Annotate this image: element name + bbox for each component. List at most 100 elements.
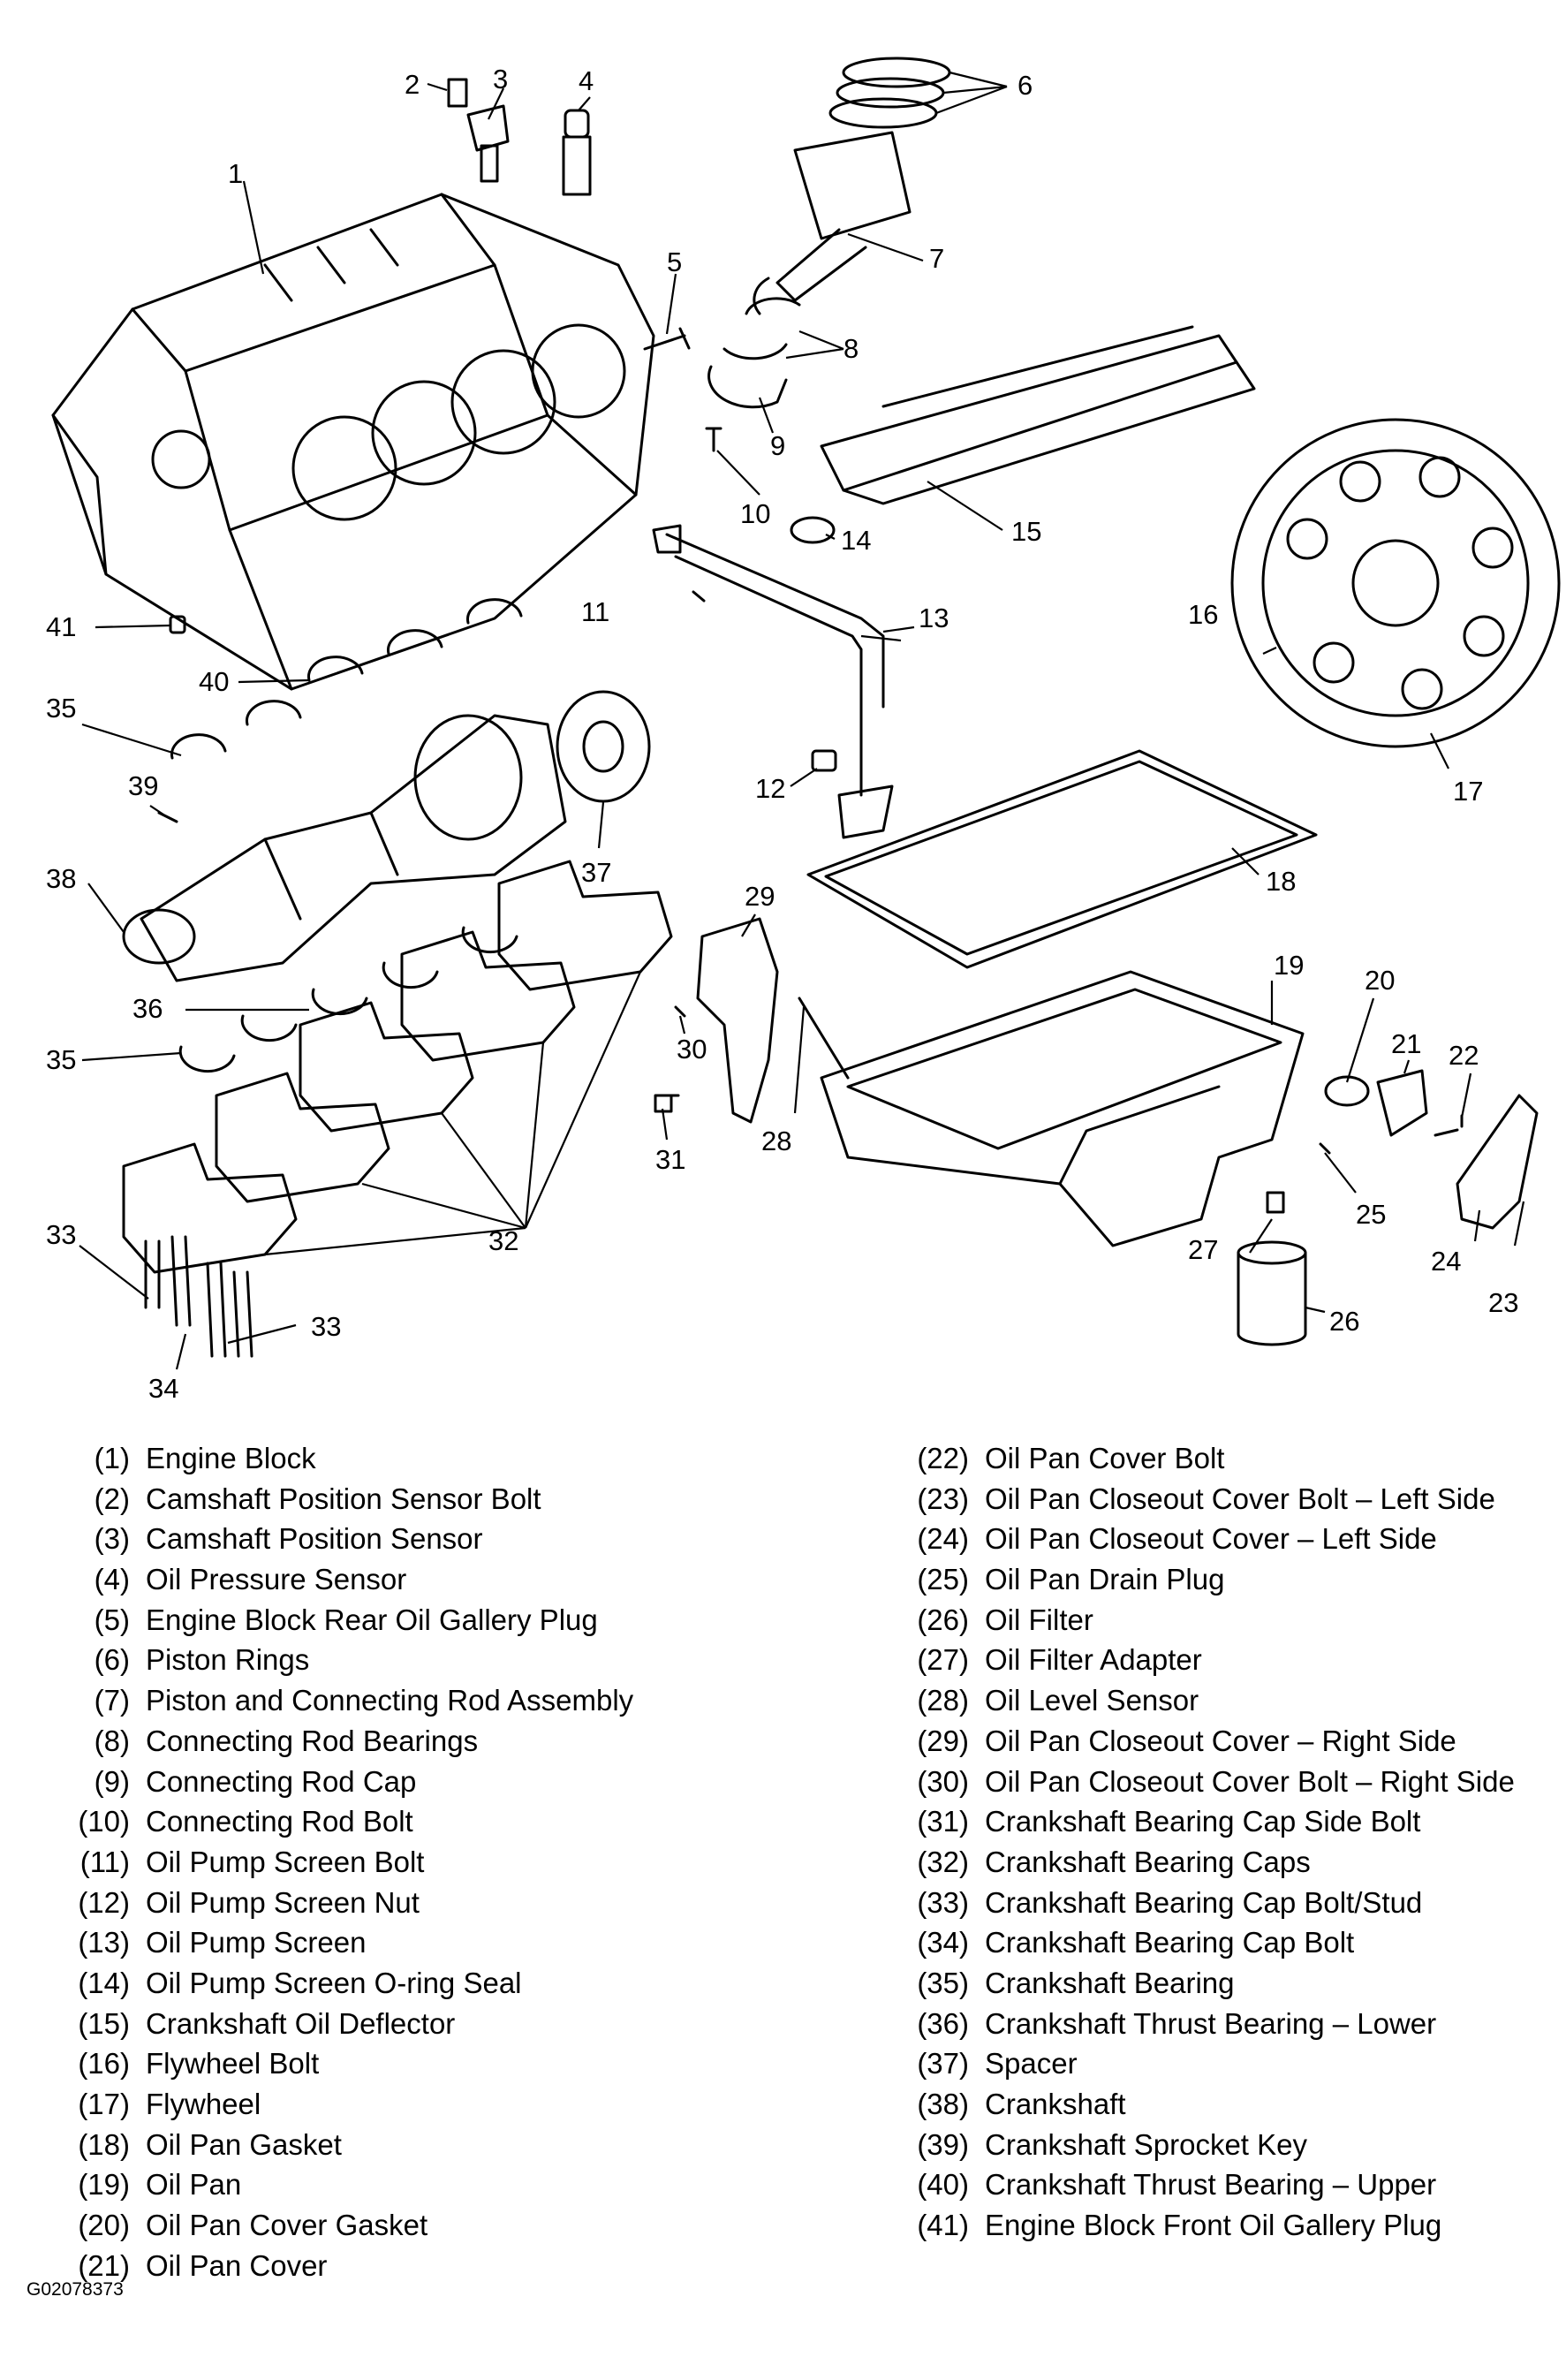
legend-label: Engine Block <box>146 1442 316 1474</box>
parts-legend: (1) Engine Block (2) Camshaft Position Sen… <box>0 1438 1566 2282</box>
legend-label: Oil Pump Screen <box>146 1926 367 1959</box>
callout-30: 30 <box>677 1034 707 1065</box>
oil-pan-illustration <box>820 970 1305 1247</box>
legend-label: Oil Pan Closeout Cover Bolt – Left Side <box>985 1482 1495 1515</box>
legend-item: (7)Piston and Connecting Rod Assembly <box>49 1680 634 1721</box>
sensors-illustration <box>447 78 592 196</box>
legend-number: (29) <box>917 1724 969 1757</box>
legend-number: (12) <box>78 1885 130 1919</box>
legend-label: Crankshaft Bearing Caps <box>985 1845 1311 1878</box>
oil-pan-cover-parts-illustration <box>1324 1069 1464 1137</box>
crankshaft-oil-deflector-illustration <box>820 325 1256 505</box>
oil-filter-illustration <box>1237 1142 1331 1346</box>
legend-number: (5) <box>94 1603 130 1636</box>
legend-item: (27) Oil Filter Adapter <box>888 1640 1515 1680</box>
legend-label: Oil Pan Closeout Cover – Left Side <box>985 1522 1437 1556</box>
legend-number: (16) <box>78 2047 130 2081</box>
legend-item: (31) Crankshaft Bearing Cap Side Bolt <box>888 1801 1515 1842</box>
legend-number: (33) <box>917 1885 969 1919</box>
legend-number: (3) <box>94 1522 130 1556</box>
callout-28: 28 <box>761 1126 791 1156</box>
exploded-engine-diagram: 1 2 3 4 5 6 7 8 9 10 11 12 13 14 15 16 1… <box>46 57 1561 1404</box>
spacer-illustration <box>556 690 651 803</box>
legend-item: (22)Oil Pan Cover Bolt <box>888 1438 1515 1479</box>
legend-number: (9) <box>94 1764 130 1798</box>
legend-number: (34) <box>917 1926 969 1959</box>
legend-number: (36) <box>917 2006 969 2040</box>
legend-item: (23)Oil Pan Closeout Cover Bolt – Left S… <box>888 1479 1515 1520</box>
legend-label: Oil Pressure Sensor <box>146 1563 407 1596</box>
legend-item: (28)Oil Level Sensor <box>888 1680 1515 1721</box>
legend-item: (30)Oil Pan Closeout Cover Bolt – Right … <box>888 1762 1515 1802</box>
callout-33b: 33 <box>311 1311 341 1342</box>
legend-label: Crankshaft <box>985 2088 1126 2120</box>
legend-number: (31) <box>917 1805 969 1838</box>
callout-24: 24 <box>1431 1246 1461 1277</box>
side-bolt-illustration <box>654 1094 673 1113</box>
legend-number: (19) <box>78 2168 130 2202</box>
legend-label: Oil Pan Gasket <box>146 2127 342 2161</box>
callout-21: 21 <box>1391 1028 1421 1059</box>
legend-label: Connecting Rod Cap <box>146 1764 417 1798</box>
legend-item: (24)Oil Pan Closeout Cover – Left Side <box>888 1519 1515 1559</box>
piston-assembly-illustration <box>753 57 951 315</box>
legend-item: (40)Crankshaft Thrust Bearing – Upper <box>888 2164 1515 2205</box>
callout-4: 4 <box>579 65 594 96</box>
legend-item: (36) Crankshaft Thrust Bearing – Lower <box>888 2004 1515 2044</box>
legend-label: Oil Pump Screen O-ring Seal <box>146 1966 522 1999</box>
engine-block-illustration <box>51 193 655 691</box>
legend-label: Crankshaft Thrust Bearing – Upper <box>985 2168 1437 2202</box>
callout-29: 29 <box>745 881 775 912</box>
legend-number: (41) <box>917 2209 969 2242</box>
callout-37: 37 <box>581 857 611 888</box>
legend-item: (17)Flywheel <box>49 2084 633 2125</box>
callout-16: 16 <box>1188 599 1218 630</box>
callout-22: 22 <box>1449 1040 1479 1071</box>
legend-label: Crankshaft Bearing Cap Side Bolt <box>985 1805 1421 1838</box>
legend-label: Crankshaft Bearing Cap Bolt <box>985 1926 1355 1959</box>
legend-number: (2) <box>94 1482 130 1515</box>
closeout-cover-right-illustration <box>661 917 850 1124</box>
legend-item: (13)Oil Pump Screen <box>49 1922 633 1963</box>
legend-label: Piston Rings <box>146 1643 310 1677</box>
legend-item: (2) Camshaft Position Sensor Bolt <box>49 1479 633 1520</box>
legend-item: (39)Crankshaft Sprocket Key <box>888 2125 1515 2165</box>
callout-41: 41 <box>46 611 76 642</box>
legend-number: (11) <box>79 1845 130 1878</box>
legend-label: Spacer <box>985 2047 1078 2081</box>
legend-item: (18) Oil Pan Gasket <box>49 2125 633 2165</box>
legend-number: (32) <box>917 1845 969 1878</box>
legend-item: (8)Connecting Rod Bearings <box>49 1721 633 1762</box>
legend-label: Oil Pan <box>146 2168 242 2202</box>
legend-label: Crankshaft Thrust Bearing – Lower <box>985 2006 1437 2040</box>
legend-item: (29)Oil Pan Closeout Cover – Right Side <box>888 1721 1515 1762</box>
legend-number: (6) <box>94 1643 130 1677</box>
closeout-cover-left-illustration <box>1456 1094 1539 1230</box>
callout-19: 19 <box>1274 950 1304 981</box>
legend-number: (27) <box>917 1643 969 1677</box>
callout-40: 40 <box>199 666 229 697</box>
callout-17: 17 <box>1453 776 1483 807</box>
legend-column-left: (1) Engine Block (2) Camshaft Position Sen… <box>49 1438 633 2285</box>
legend-item: (10)Connecting Rod Bolt <box>49 1801 633 1842</box>
callout-18: 18 <box>1266 866 1296 897</box>
legend-number: (18) <box>78 2127 130 2161</box>
legend-number: (21) <box>78 2248 130 2282</box>
legend-number: (10) <box>78 1805 130 1838</box>
callout-35a: 35 <box>46 693 76 724</box>
callout-2: 2 <box>405 69 420 100</box>
legend-item: (4)Oil Pressure Sensor <box>49 1559 633 1600</box>
legend-label: Oil Pan Closeout Cover Bolt – Right Side <box>985 1764 1515 1798</box>
legend-label: Oil Filter <box>985 1603 1093 1636</box>
legend-number: (1) <box>94 1442 130 1474</box>
legend-label: Camshaft Position Sensor Bolt <box>146 1482 541 1515</box>
callout-15: 15 <box>1011 516 1041 547</box>
callout-26: 26 <box>1329 1306 1359 1337</box>
legend-label: Oil Pump Screen Nut <box>146 1885 420 1919</box>
legend-number: (14) <box>78 1966 130 1999</box>
callout-6: 6 <box>1018 70 1033 101</box>
callout-3: 3 <box>493 64 508 95</box>
legend-label: Oil Filter Adapter <box>985 1643 1202 1677</box>
crankshaft-bearing-caps-illustration <box>122 860 673 1274</box>
legend-number: (7) <box>94 1684 130 1717</box>
